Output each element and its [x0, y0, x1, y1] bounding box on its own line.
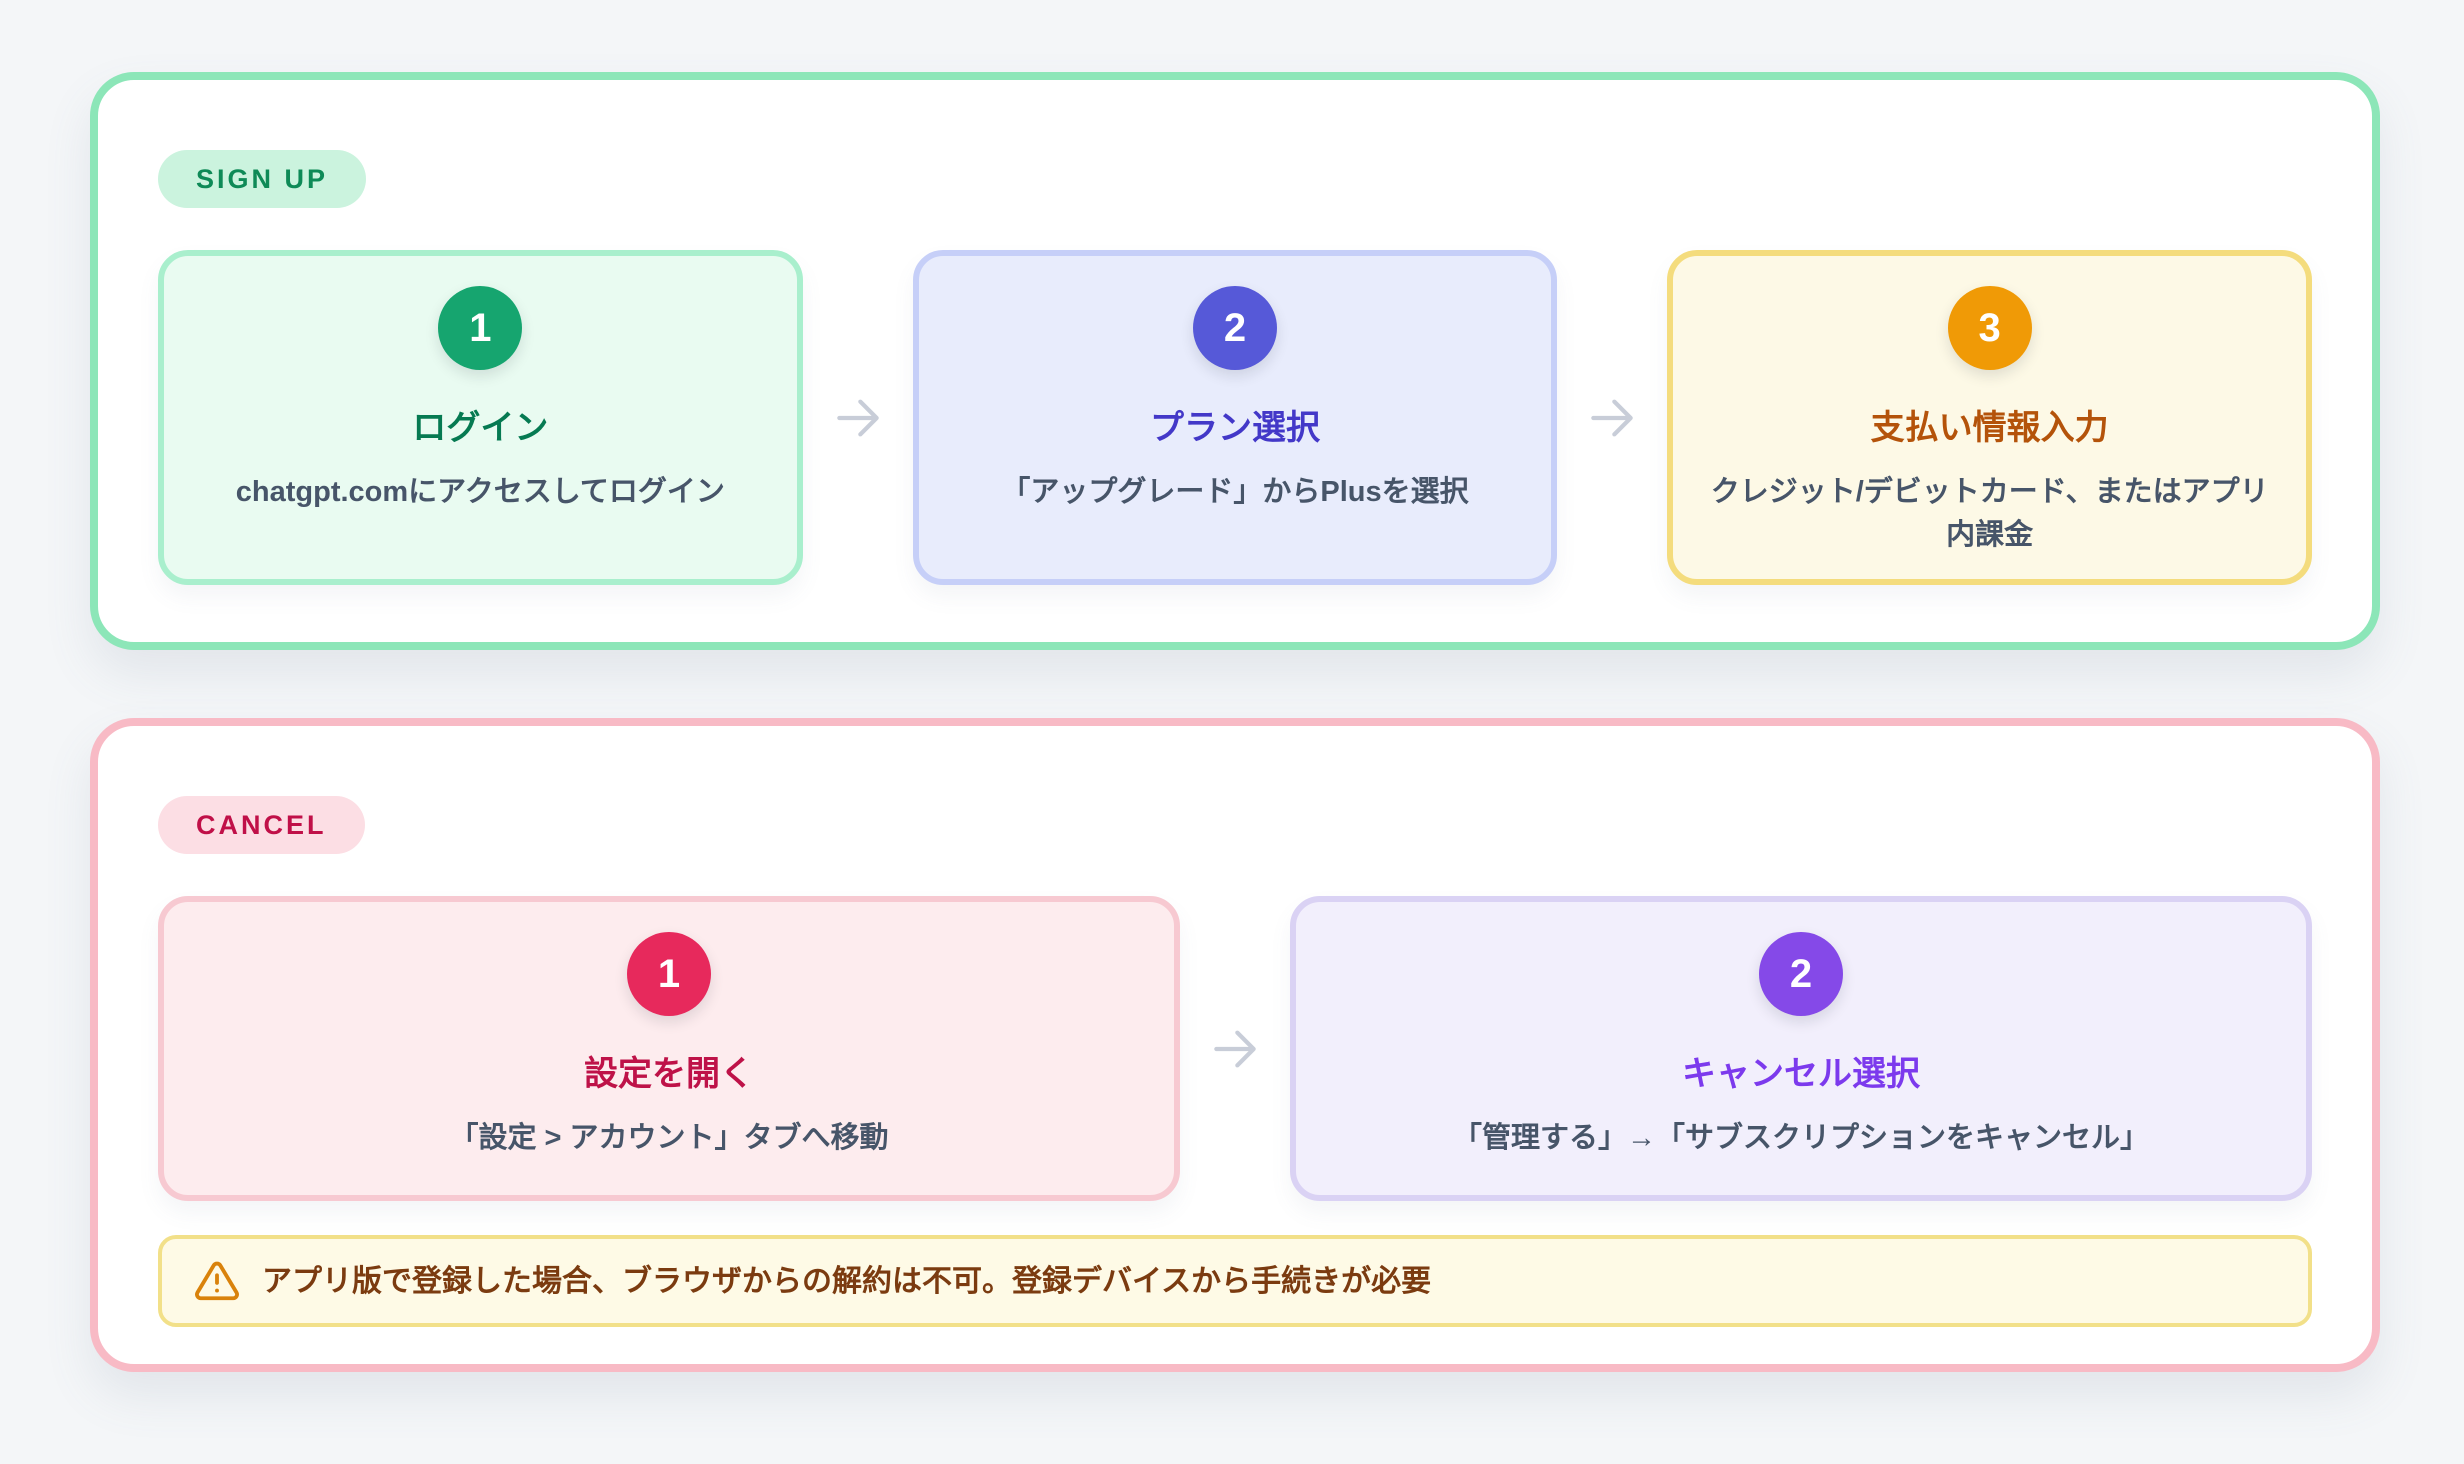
step-description: 「アップグレード」からPlusを選択: [1001, 475, 1469, 508]
flow-arrow-cell: [803, 250, 913, 585]
arrow-right-icon: [1214, 1030, 1256, 1067]
step-description: chatgpt.comにアクセスしてログイン: [235, 475, 725, 508]
step-description: 「管理する」→「サブスクリプションをキャンセル」: [1452, 1121, 2149, 1154]
signup-step-2-card: 2 プラン選択 「アップグレード」からPlusを選択: [912, 250, 1558, 585]
signup-badge: SIGN UP: [158, 150, 367, 208]
cancel-step-1-card: 1 設定を開く 「設定 > アカウント」タブへ移動: [158, 896, 1180, 1201]
step-number-badge: 2: [1193, 286, 1277, 370]
step-title: 設定を開く: [584, 1055, 754, 1093]
step-description: クレジット/デビットカード、またはアプリ内課金: [1710, 475, 2269, 552]
signup-steps-row: 1 ログイン chatgpt.comにアクセスしてログイン 2 プラン選択 「ア…: [158, 250, 2313, 585]
step-title: 支払い情報入力: [1870, 409, 2109, 447]
warning-icon: [195, 1261, 239, 1301]
signup-step-3-card: 3 支払い情報入力 クレジット/デビットカード、またはアプリ内課金: [1667, 250, 2313, 585]
step-title: プラン選択: [1150, 409, 1320, 447]
signup-step-1-card: 1 ログイン chatgpt.comにアクセスしてログイン: [158, 250, 803, 585]
arrow-right-icon: [1591, 399, 1634, 436]
step-number-badge: 2: [1759, 932, 1843, 1016]
flow-arrow-cell: [1557, 250, 1667, 585]
step-title: ログイン: [412, 409, 549, 447]
step-number-badge: 3: [1947, 286, 2032, 370]
step-title: キャンセル選択: [1682, 1055, 1920, 1093]
step-number-badge: 1: [627, 932, 711, 1016]
cancel-step-2-card: 2 キャンセル選択 「管理する」→「サブスクリプションをキャンセル」: [1290, 896, 2312, 1201]
warning-text: アプリ版で登録した場合、ブラウザからの解約は不可。登録デバイスから手続きが必要: [262, 1264, 1432, 1298]
cancel-steps-row: 1 設定を開く 「設定 > アカウント」タブへ移動 2 キャンセル選択 「管理す…: [158, 896, 2312, 1201]
cancel-section: CANCEL 1 設定を開く 「設定 > アカウント」タブへ移動 2 キャンセル…: [90, 718, 2380, 1372]
arrow-right-icon: [836, 399, 879, 436]
flow-arrow-cell: [1180, 896, 1290, 1201]
cancel-badge: CANCEL: [158, 796, 365, 854]
warning-banner: アプリ版で登録した場合、ブラウザからの解約は不可。登録デバイスから手続きが必要: [158, 1235, 2312, 1327]
signup-section: SIGN UP 1 ログイン chatgpt.comにアクセスしてログイン 2 …: [90, 72, 2380, 650]
step-number-badge: 1: [438, 286, 523, 370]
step-description: 「設定 > アカウント」タブへ移動: [449, 1121, 889, 1154]
